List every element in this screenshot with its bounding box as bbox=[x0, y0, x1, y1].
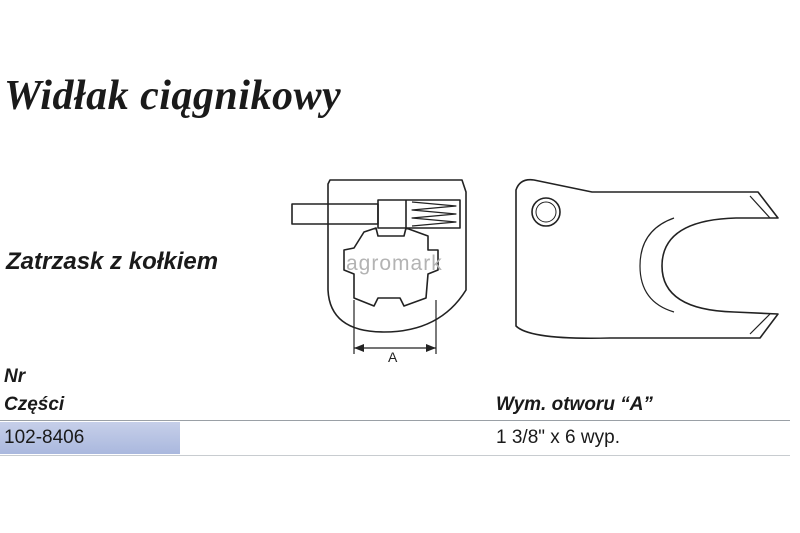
bore-dimension-cell: 1 3/8" x 6 wyp. bbox=[496, 427, 620, 448]
spring bbox=[411, 201, 457, 227]
pin-housing bbox=[377, 199, 461, 229]
part-number-header-line2: Części bbox=[4, 394, 65, 415]
part-number-header-line1: Nr bbox=[4, 366, 26, 387]
pin-hole bbox=[531, 197, 561, 227]
yoke-front-body bbox=[327, 179, 467, 333]
part-number-highlight bbox=[0, 422, 180, 454]
part-number-cell: 102-8406 bbox=[4, 427, 85, 448]
yoke-side-body bbox=[515, 178, 779, 340]
dimension-a-label: A bbox=[388, 349, 398, 365]
table-separator bbox=[0, 420, 790, 421]
subtitle: Zatrzask z kołkiem bbox=[6, 248, 219, 275]
page-title: Widłak ciągnikowy bbox=[4, 73, 342, 119]
yoke-technical-drawing: A bbox=[291, 178, 779, 365]
splined-bore bbox=[343, 227, 439, 307]
table-row-divider bbox=[0, 455, 790, 456]
bore-dimension-header: Wym. otworu “A” bbox=[496, 394, 653, 415]
watermark: agromark bbox=[346, 252, 443, 275]
lock-pin bbox=[291, 203, 379, 225]
